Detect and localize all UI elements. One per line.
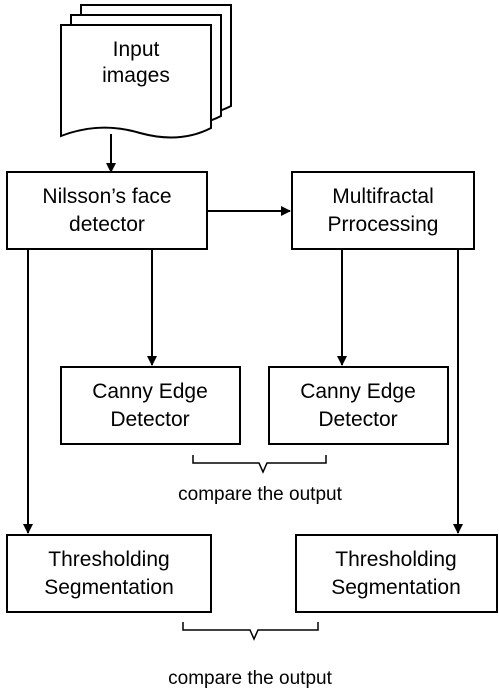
threshold-left-box [6, 534, 212, 613]
canny-right-label-line2: Detector [318, 408, 397, 431]
input-images-label-line2: images [102, 64, 170, 87]
upper-brace [192, 455, 327, 474]
connectors [23, 134, 463, 534]
threshold-right-node: Thresholding Segmentation [295, 534, 498, 613]
canny-right-box [268, 366, 449, 445]
threshold-left-node: Thresholding Segmentation [6, 534, 212, 613]
canny-left-label-line2: Detector [110, 408, 189, 431]
multifractal-box [291, 171, 475, 250]
canny-right-node: Canny Edge Detector [268, 366, 449, 445]
canny-right-label-line1: Canny Edge [300, 380, 416, 403]
canny-left-node: Canny Edge Detector [60, 366, 241, 445]
input-images-label-line1: Input [113, 38, 160, 61]
multifractal-node: Multifractal Prrocessing [291, 171, 475, 250]
threshold-left-label-line2: Segmentation [44, 576, 174, 599]
canny-left-box [60, 366, 241, 445]
threshold-right-label-line2: Segmentation [331, 576, 461, 599]
face-detector-box [6, 171, 208, 250]
threshold-right-label-line1: Thresholding [335, 548, 456, 571]
face-detector-label-line1: Nilsson’s face [42, 185, 171, 208]
multifractal-label-line2: Prrocessing [328, 213, 439, 236]
threshold-left-label-line1: Thresholding [48, 548, 169, 571]
threshold-right-box [295, 534, 498, 613]
face-detector-node: Nilsson’s face detector [6, 171, 208, 250]
lower-brace [182, 622, 319, 641]
document-page-front [60, 24, 212, 139]
input-images-node: Input images [60, 4, 232, 139]
upper-compare-caption: compare the output [178, 484, 342, 505]
canny-left-label-line1: Canny Edge [92, 380, 208, 403]
lower-compare-group: compare the output [168, 622, 333, 689]
lower-compare-caption: compare the output [168, 668, 332, 689]
face-detector-label-line2: detector [69, 213, 145, 236]
multifractal-label-line1: Multifractal [332, 185, 434, 208]
upper-compare-group: compare the output [178, 455, 343, 505]
